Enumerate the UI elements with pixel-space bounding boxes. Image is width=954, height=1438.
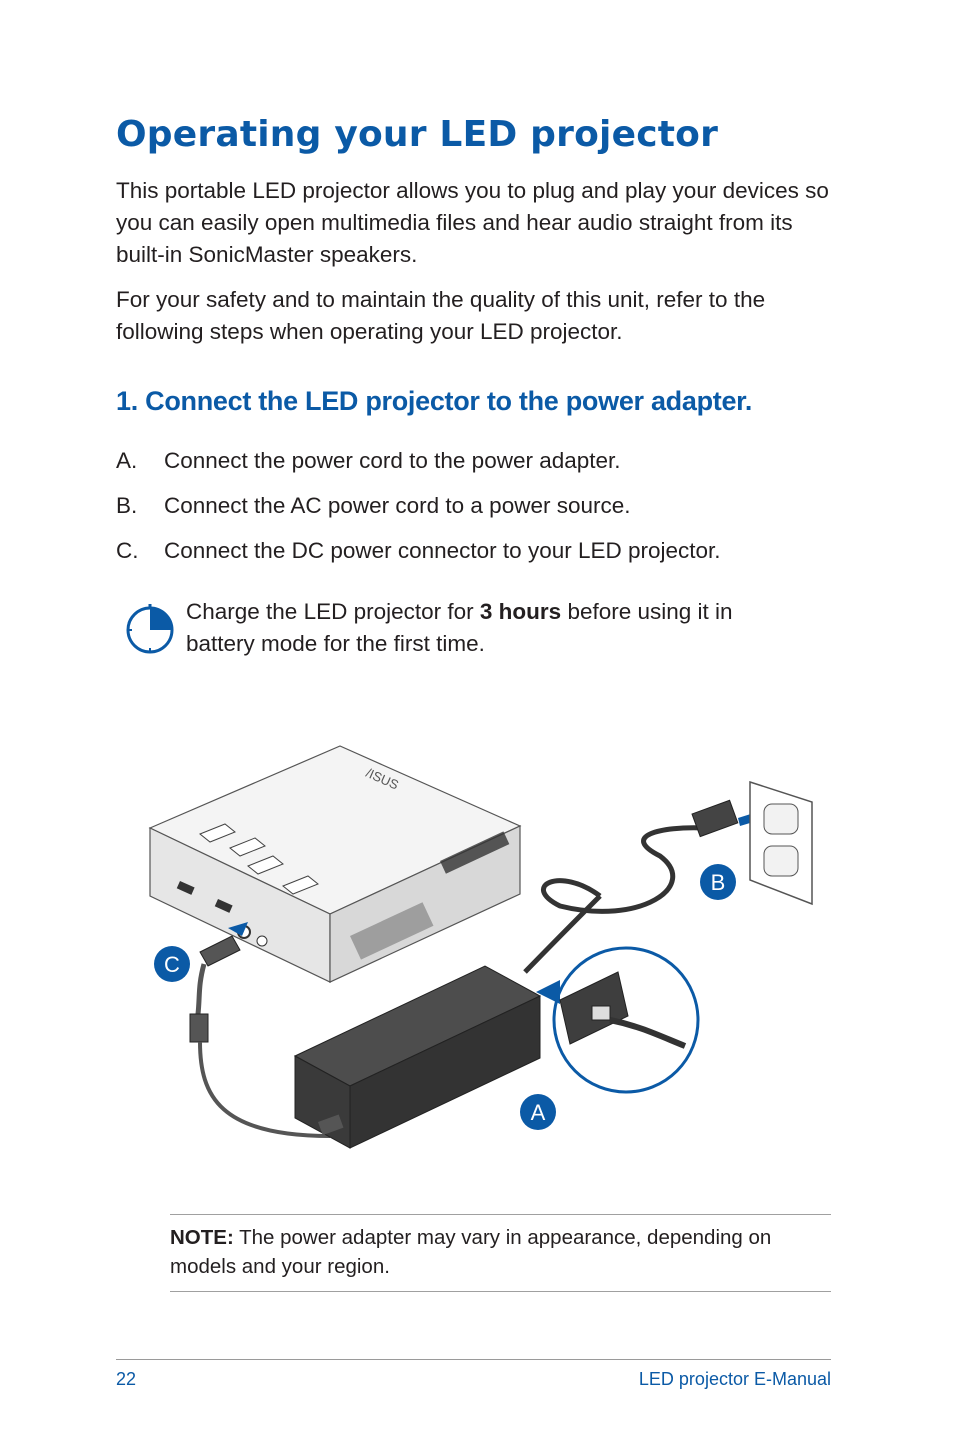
callout-b: B [700,864,736,900]
dc-connector [189,922,331,1138]
document-title: LED projector E-Manual [638,1369,831,1389]
step-c: C. Connect the DC power connector to your… [116,536,721,566]
step-letter: C. [116,538,139,563]
clock-icon [126,604,174,654]
svg-text:A: A [531,1100,546,1125]
tip-text: Charge the LED projector for [186,599,480,624]
note-box: NOTE: The power adapter may vary in appe… [170,1214,831,1292]
section-heading: 1. Connect the LED projector to the powe… [116,386,753,416]
note-text: The power adapter may vary in appearance… [170,1226,772,1278]
note-label: NOTE: [170,1226,234,1249]
step-a: A. Connect the power cord to the power ad… [116,446,621,476]
step-text: Connect the DC power connector to your L… [164,538,721,563]
intro-paragraph: This portable LED projector allows you t… [116,178,829,267]
svg-text:C: C [164,952,180,977]
svg-text:B: B [711,870,726,895]
detail-inset [536,946,700,1094]
charge-tip: Charge the LED projector for 3 hours bef… [186,596,806,660]
step-text: Connect the AC power cord to a power sou… [164,493,631,518]
footer-divider [116,1359,831,1360]
page-number: 22 [116,1369,137,1389]
safety-paragraph: For your safety and to maintain the qual… [116,287,766,344]
step-letter: A. [116,448,138,473]
tip-emphasis: 3 hours [479,599,562,624]
page-title: Operating your LED projector [116,114,719,155]
connection-illustration: /ISUS [148,745,813,1149]
callout-a: A [520,1094,556,1130]
step-b: B. Connect the AC power cord to a power s… [116,491,631,521]
wall-outlet [749,780,813,906]
step-letter: B. [116,493,138,518]
callout-c: C [154,946,190,982]
projector: /ISUS [148,745,522,983]
step-text: Connect the power cord to the power adap… [164,448,621,473]
ac-cord [541,799,780,914]
tip-text-end: before using it in battery mode for the … [186,599,733,656]
power-adapter [293,894,602,1149]
